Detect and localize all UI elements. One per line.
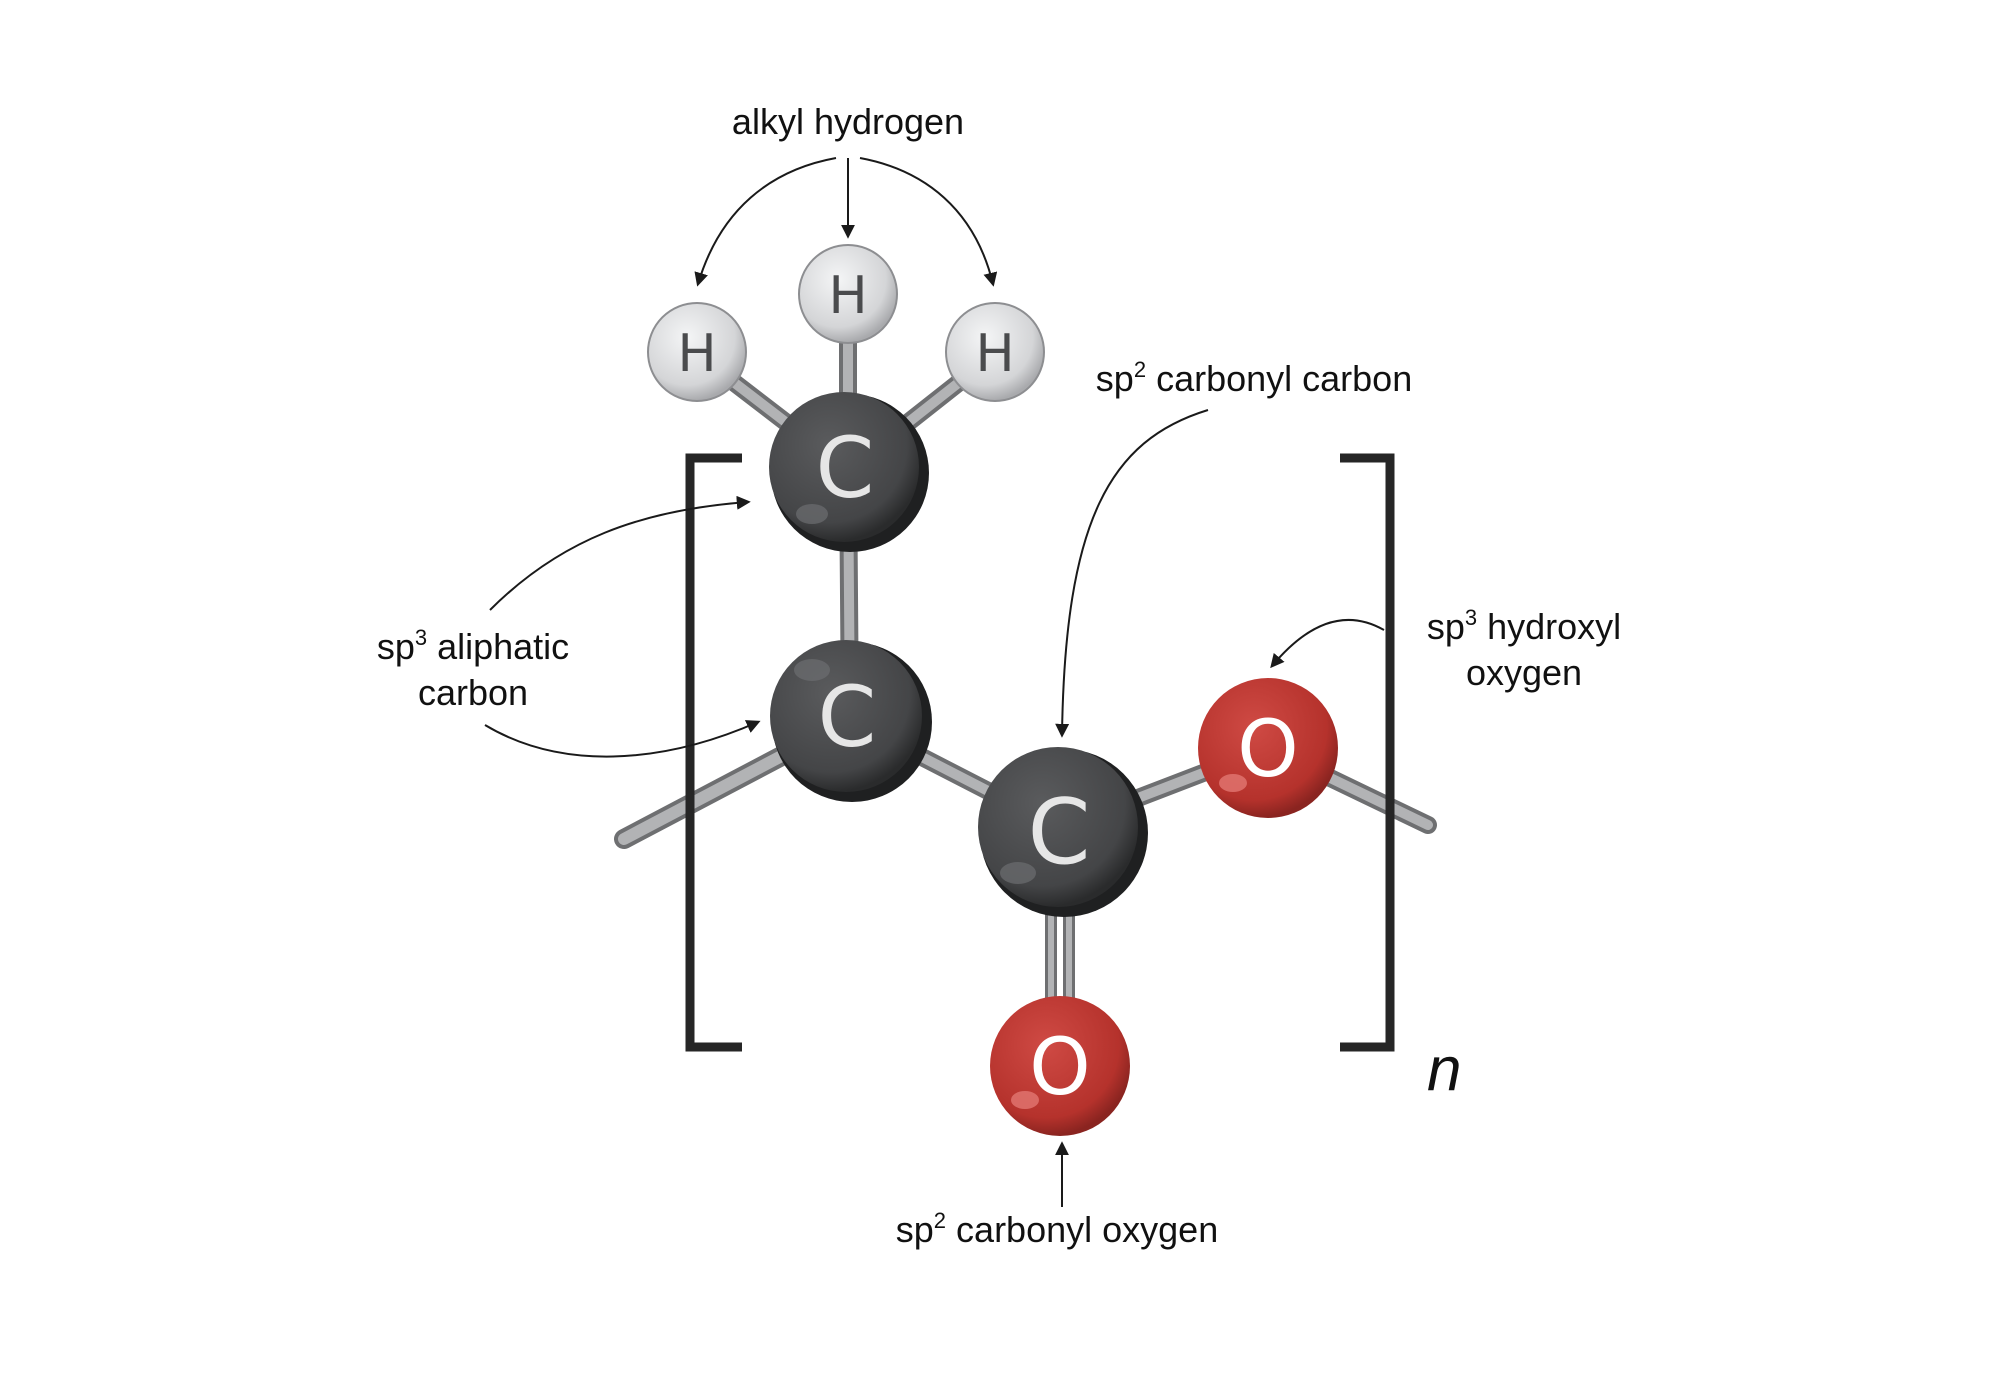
atom-hydrogen-top: H (798, 244, 898, 344)
atom-hydrogen-left: H (647, 302, 747, 402)
atom-hydrogen-right: H (945, 302, 1045, 402)
atom-hydrogen-right-label: H (975, 324, 1014, 384)
arrow-sp3-aliphatic-carbon-upper (489, 495, 751, 611)
atom-oxygen-carbonyl-label: O (1029, 1023, 1090, 1113)
label-sp2-carbonyl-carbon: sp2 carbonyl carbon (1096, 357, 1412, 399)
label-sp3-hydroxyl-oxygen: sp3 hydroxyl (1427, 605, 1621, 647)
atom-carbon-backbone-label: C (818, 668, 877, 766)
left-bracket (685, 453, 742, 1052)
arrow-alkyl-hydrogen-right (859, 157, 998, 287)
label-alkyl-hydrogen: alkyl hydrogen (732, 101, 964, 142)
atom-carbon-methyl-label: C (816, 419, 875, 517)
atom-carbon-methyl: C (769, 392, 929, 552)
label-sp3-hydroxyl-oxygen-line2: oxygen (1466, 652, 1582, 693)
atom-hydrogen-top-label: H (828, 266, 867, 326)
repeat-unit-n: n (1427, 1035, 1461, 1104)
atom-hydrogen-left-label: H (677, 324, 716, 384)
label-sp3-aliphatic-carbon: sp3 aliphatic (377, 625, 569, 667)
label-sp2-carbonyl-oxygen: sp2 carbonyl oxygen (896, 1208, 1218, 1250)
atom-carbon-carbonyl-label: C (1028, 780, 1091, 885)
arrow-sp3-aliphatic-carbon-lower (484, 720, 761, 758)
arrow-alkyl-hydrogen-left (694, 157, 837, 287)
annotation-arrows (484, 157, 1385, 1207)
label-sp3-aliphatic-carbon-line2: carbon (418, 672, 528, 713)
atom-oxygen-hydroxyl-label: O (1237, 705, 1298, 795)
atom-carbon-backbone: C (770, 640, 932, 802)
atom-oxygen-carbonyl: O (990, 996, 1130, 1136)
bonds (614, 286, 1437, 1072)
arrow-sp3-hydroxyl-oxygen (1270, 619, 1385, 669)
right-bracket (1340, 453, 1395, 1052)
arrow-sp2-carbonyl-carbon (1055, 409, 1209, 738)
atom-oxygen-hydroxyl: O (1198, 678, 1338, 818)
atom-carbon-carbonyl: C (978, 747, 1148, 917)
